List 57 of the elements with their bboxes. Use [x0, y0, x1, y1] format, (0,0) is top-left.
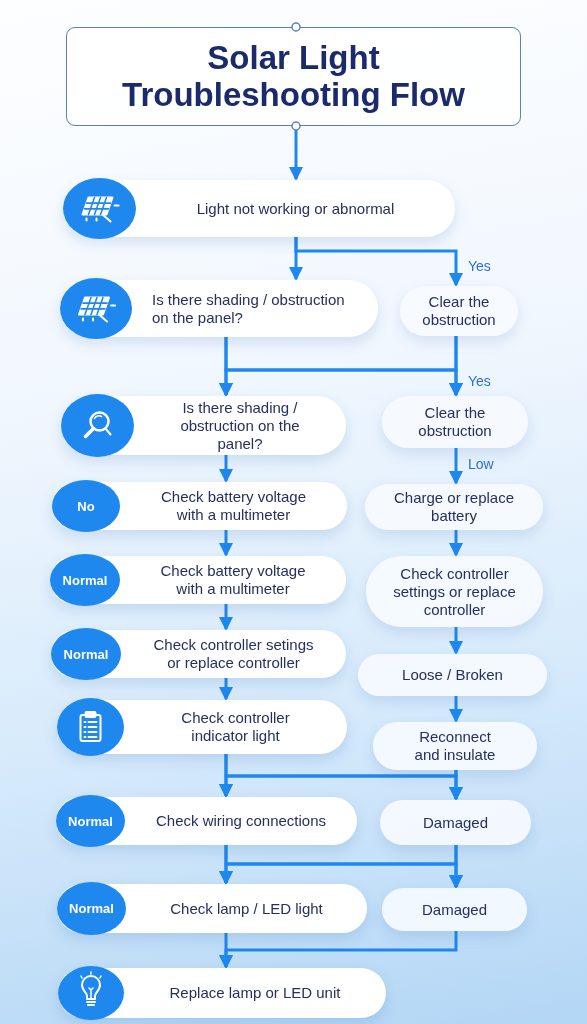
action-pill [365, 484, 543, 530]
step-text: Check battery voltage with a multimeter [159, 562, 307, 598]
step-text: Light not working or abnormal [196, 199, 395, 218]
process-pill [51, 630, 346, 678]
edge-label: Yes [468, 259, 491, 273]
step-text: Clear the obstruction [417, 404, 493, 440]
condition-badge: No [52, 480, 120, 532]
process-pill [56, 797, 357, 845]
flow-arrow [449, 845, 463, 889]
flow-arrow [449, 627, 463, 655]
step-text: Is there shading / obstruction on the panel? [179, 398, 301, 453]
process-pill [57, 884, 367, 933]
step-text: Clear the obstruction [421, 293, 497, 329]
edge-label: Low [468, 456, 494, 471]
flow-arrow [449, 696, 463, 723]
action-pill [380, 800, 531, 845]
title-text: Solar Light Troubleshooting Flow [121, 40, 466, 113]
step-text: Damaged [421, 900, 487, 919]
step-text: Charge or replace battery [392, 489, 516, 525]
flow-arrow [449, 336, 463, 397]
flow-arrow [219, 931, 458, 969]
process-pill [63, 180, 455, 237]
step-text: Check controller indicator light [180, 709, 291, 745]
step-text: Check controller setings or replace controller [152, 636, 315, 672]
step-text: Loose / Broken [402, 666, 503, 684]
action-pill [382, 396, 528, 448]
flow-arrow [219, 530, 233, 557]
step-text: Replace lamp or LED unit [169, 984, 341, 1002]
step-text: Check lamp / LED light [170, 899, 323, 918]
flow-arrow [449, 448, 463, 485]
condition-badge: Normal [50, 554, 120, 606]
condition-badge: Normal [57, 882, 126, 935]
flow-arrow [219, 604, 233, 631]
step-text: Check controller settings or replace controller [392, 564, 517, 619]
condition-badge: Normal [56, 795, 125, 847]
flow-arrow [294, 237, 463, 287]
process-pill [50, 556, 346, 604]
step-text: Check wiring connections [155, 812, 327, 830]
step-text: Damaged [422, 813, 488, 832]
process-pill [61, 396, 346, 455]
process-pill [57, 700, 347, 754]
step-text: Is there shading / obstruction on the panel? [152, 290, 346, 327]
edge-label: Yes [468, 373, 491, 388]
flow-arrow [449, 530, 463, 557]
action-pill [382, 888, 527, 931]
flow-arrow [219, 455, 233, 483]
process-pill [58, 968, 386, 1018]
action-pill [358, 654, 547, 696]
process-pill [52, 482, 347, 530]
action-pill [373, 722, 537, 770]
flow-arrow [449, 770, 463, 801]
action-pill [400, 286, 518, 336]
flow-arrow [219, 678, 233, 701]
condition-badge: Normal [51, 628, 121, 680]
step-text: Check battery voltage with a multimeter [159, 488, 308, 524]
process-pill [60, 280, 378, 337]
step-text: Reconnect and insulate [413, 728, 497, 764]
